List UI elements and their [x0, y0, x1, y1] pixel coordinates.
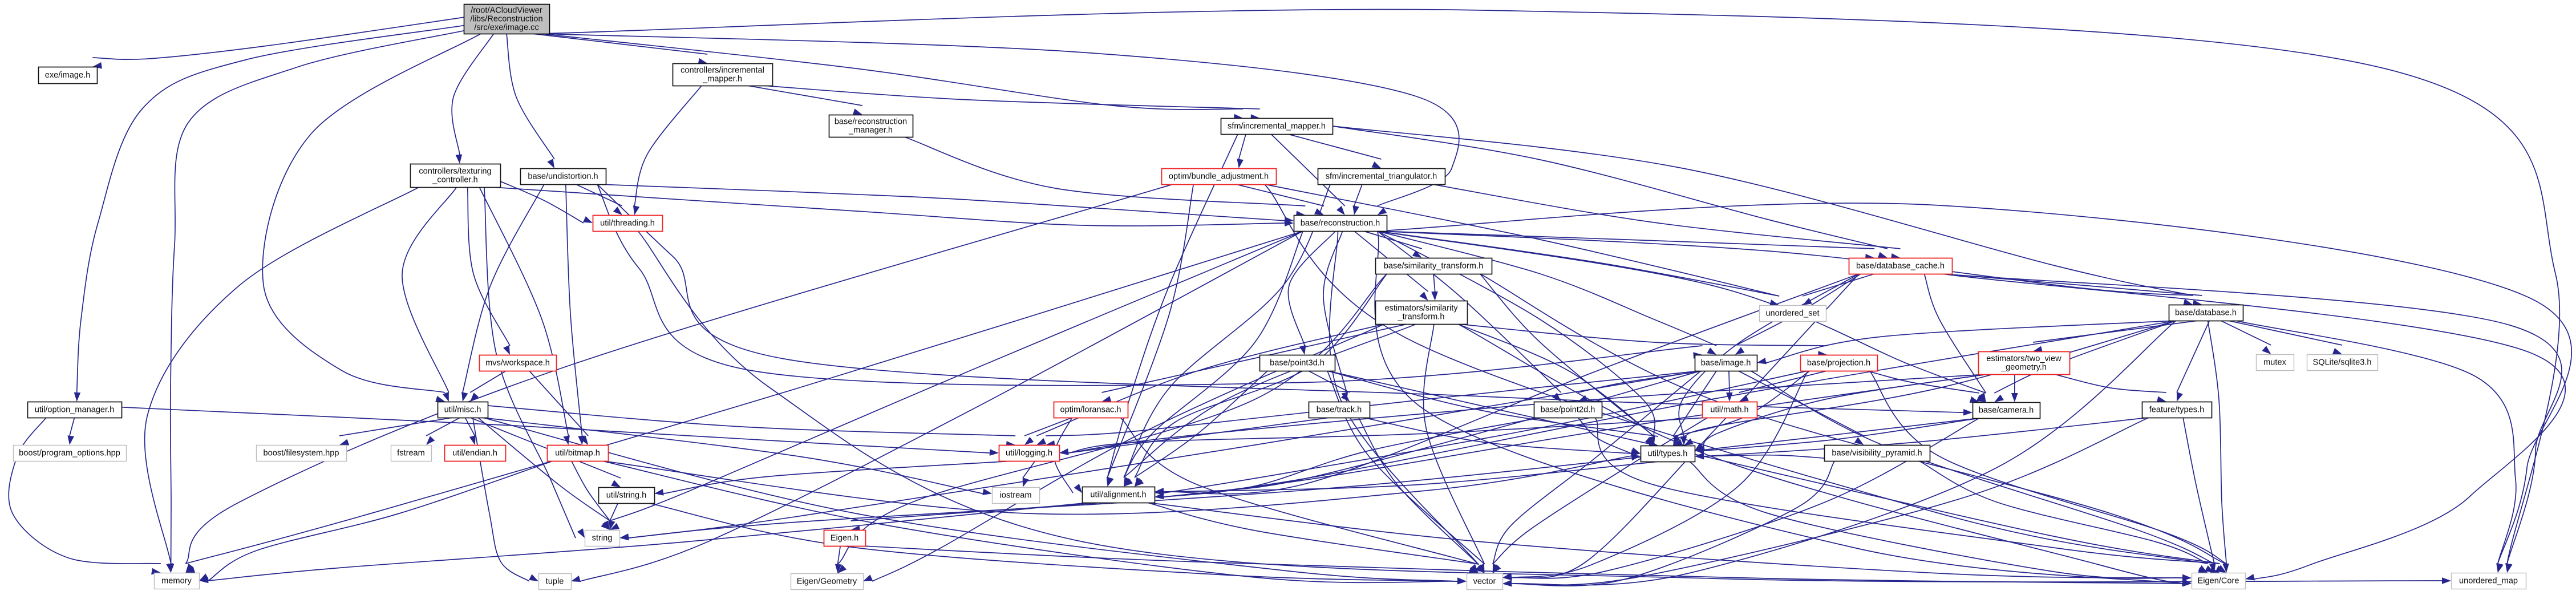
- svg-text:_manager.h: _manager.h: [848, 126, 893, 135]
- svg-text:sfm/incremental_mapper.h: sfm/incremental_mapper.h: [1228, 122, 1326, 131]
- svg-text:base/database_cache.h: base/database_cache.h: [1856, 262, 1945, 271]
- svg-text:boost/filesystem.hpp: boost/filesystem.hpp: [263, 449, 339, 458]
- svg-text:mvs/workspace.h: mvs/workspace.h: [485, 359, 550, 368]
- svg-text:/src/exe/image.cc: /src/exe/image.cc: [474, 23, 539, 33]
- svg-text:SQLite/sqlite3.h: SQLite/sqlite3.h: [2312, 358, 2371, 367]
- svg-text:base/reconstruction.h: base/reconstruction.h: [1301, 219, 1380, 228]
- svg-text:base/camera.h: base/camera.h: [1979, 406, 2034, 415]
- svg-text:_controller.h: _controller.h: [432, 176, 478, 185]
- svg-text:base/visibility_pyramid.h: base/visibility_pyramid.h: [1832, 449, 1922, 458]
- svg-text:util/option_manager.h: util/option_manager.h: [35, 406, 115, 415]
- svg-text:util/threading.h: util/threading.h: [600, 219, 655, 228]
- svg-text:mutex: mutex: [2263, 358, 2286, 367]
- svg-text:memory: memory: [161, 577, 192, 586]
- svg-text:Eigen/Core: Eigen/Core: [2197, 577, 2239, 586]
- svg-text:util/bitmap.h: util/bitmap.h: [555, 449, 600, 458]
- svg-text:estimators/two_view: estimators/two_view: [1986, 354, 2061, 363]
- svg-text:estimators/similarity: estimators/similarity: [1384, 304, 1458, 313]
- svg-text:iostream: iostream: [1000, 491, 1032, 500]
- svg-text:base/point2d.h: base/point2d.h: [1541, 406, 1595, 415]
- svg-text:base/track.h: base/track.h: [1317, 406, 1362, 415]
- svg-text:base/point3d.h: base/point3d.h: [1270, 359, 1325, 368]
- svg-text:util/types.h: util/types.h: [1648, 450, 1688, 459]
- svg-text:util/alignment.h: util/alignment.h: [1090, 491, 1146, 500]
- svg-text:/root/ACloudViewer: /root/ACloudViewer: [471, 6, 542, 15]
- svg-text:base/reconstruction: base/reconstruction: [835, 118, 907, 127]
- svg-text:controllers/texturing: controllers/texturing: [419, 167, 491, 176]
- svg-text:util/logging.h: util/logging.h: [1006, 449, 1052, 458]
- svg-text:Eigen/Geometry: Eigen/Geometry: [797, 577, 857, 586]
- svg-text:controllers/incremental: controllers/incremental: [681, 66, 764, 75]
- svg-text:sfm/incremental_triangulator.h: sfm/incremental_triangulator.h: [1326, 172, 1437, 181]
- svg-text:util/misc.h: util/misc.h: [444, 406, 481, 415]
- svg-text:base/database.h: base/database.h: [2175, 309, 2237, 318]
- svg-text:_transform.h: _transform.h: [1398, 313, 1445, 322]
- svg-text:optim/bundle_adjustment.h: optim/bundle_adjustment.h: [1169, 172, 1269, 181]
- svg-text:util/math.h: util/math.h: [1710, 406, 1748, 415]
- svg-text:boost/program_options.hpp: boost/program_options.hpp: [19, 449, 120, 458]
- svg-text:util/endian.h: util/endian.h: [452, 449, 497, 458]
- svg-text:unordered_map: unordered_map: [2459, 577, 2518, 586]
- svg-text:fstream: fstream: [397, 449, 425, 458]
- svg-text:Eigen.h: Eigen.h: [831, 534, 859, 543]
- svg-text:base/similarity_transform.h: base/similarity_transform.h: [1384, 262, 1483, 271]
- svg-text:optim/loransac.h: optim/loransac.h: [1060, 406, 1121, 415]
- svg-text:tuple: tuple: [546, 577, 564, 586]
- svg-text:/libs/Reconstruction: /libs/Reconstruction: [470, 15, 542, 24]
- svg-text:util/string.h: util/string.h: [606, 491, 647, 500]
- svg-text:base/projection.h: base/projection.h: [1807, 359, 1870, 368]
- svg-text:unordered_set: unordered_set: [1765, 309, 1819, 318]
- svg-text:feature/types.h: feature/types.h: [2149, 406, 2205, 415]
- svg-text:_mapper.h: _mapper.h: [702, 75, 742, 84]
- svg-text:base/image.h: base/image.h: [1701, 359, 1751, 368]
- svg-text:base/undistortion.h: base/undistortion.h: [528, 172, 598, 181]
- svg-text:vector: vector: [1473, 577, 1496, 586]
- svg-text:string: string: [592, 534, 613, 543]
- svg-text:_geometry.h: _geometry.h: [2000, 363, 2047, 372]
- svg-text:exe/image.h: exe/image.h: [45, 71, 91, 80]
